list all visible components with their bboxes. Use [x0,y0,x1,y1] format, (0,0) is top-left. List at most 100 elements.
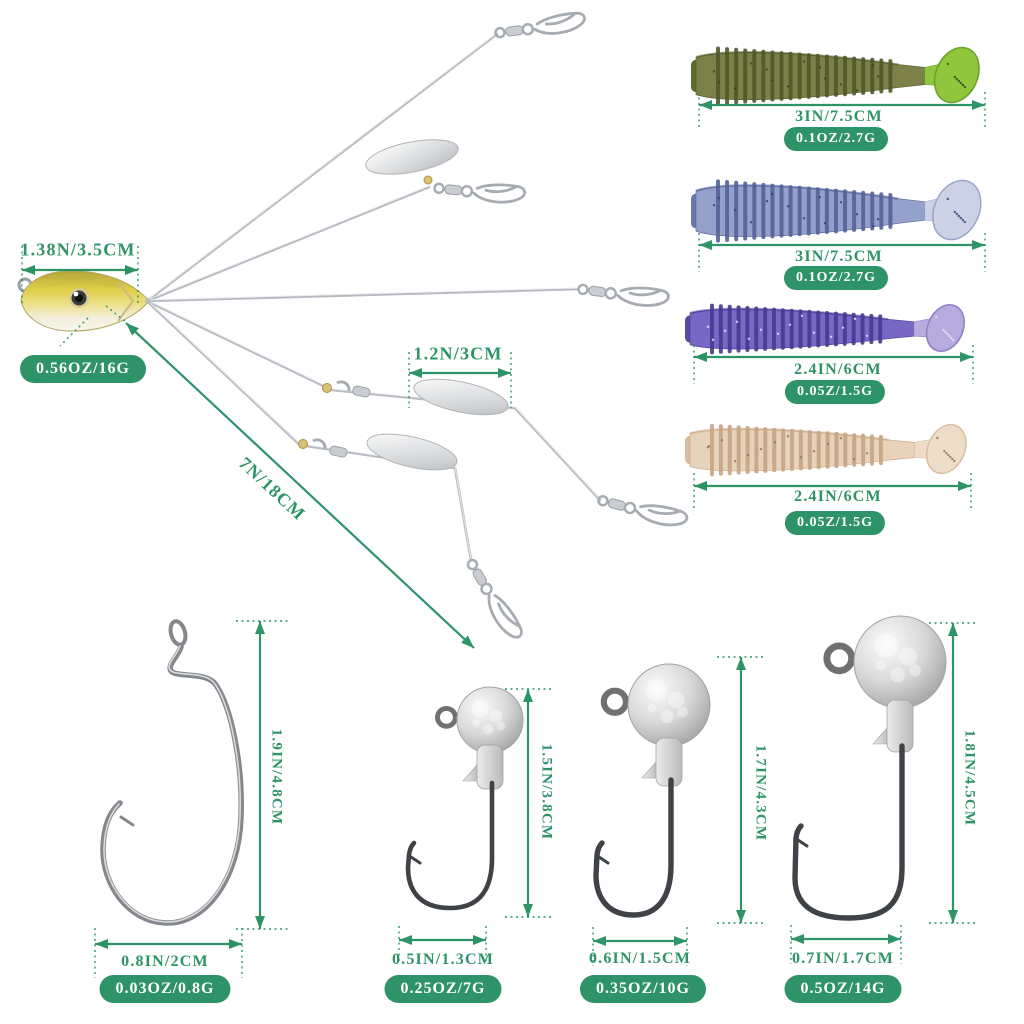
arrowhead [736,910,746,923]
bait3-length-label: 2.4IN/6CM [794,361,882,378]
bait-speckle [711,338,715,341]
jig-ball-sheen [890,667,906,683]
bait2-weight-badge: 0.1OZ/2.7G [783,266,889,290]
snap-swivel [492,10,588,43]
bait-speckle [852,458,856,461]
bait-speckle [839,437,843,440]
bait-speckle [963,85,966,89]
hook-height-arrow [255,621,265,929]
jig-ball-sheen [471,699,489,718]
bait-speckle [747,337,751,340]
jig1-height-label: 1.5IN/3.8CM [538,743,555,841]
bait-speckle [876,75,880,78]
bait-speckle [947,453,950,457]
jig-head-graphic-2 [593,663,711,918]
arrowhead [125,265,138,275]
jig-ball-sheen [677,707,688,718]
bait-speckle [746,454,750,457]
bait-speckle [706,325,710,328]
jig1-width-label: 0.5IN/1.3CM [391,951,495,968]
arrowhead [473,935,486,945]
arrowhead [694,352,707,362]
jig-ball-sheen [875,660,886,671]
bait-speckle [800,314,804,317]
bait-speckle [963,220,966,224]
jig1-width-arrow [399,935,486,945]
bait-speckle [935,315,938,319]
arrowhead [972,100,985,110]
bait-speckle [855,213,859,216]
bait-speckle [799,456,803,459]
worm-hook-graphic [100,619,244,926]
bait-speckle [946,62,949,66]
bait-speckle [759,448,763,451]
arrowhead [699,100,712,110]
bait-speckle [955,77,958,81]
snap-swivel [432,176,527,207]
jig-ball [627,663,711,747]
bait-speckle [733,87,737,90]
bait1-length-arrow [699,100,985,110]
jig-head-graphic-3 [792,615,947,921]
arrowhead [694,481,707,491]
bait1-length-label: 3IN/7.5CM [795,108,883,125]
rig-head-weight-badge: 0.56OZ/16G [19,355,147,383]
measure-tick [59,317,89,347]
bait-speckle [720,439,724,442]
spinner-blade [366,433,458,471]
jig2-height-label: 1.7IN/4.3CM [752,744,769,842]
bait-speckle [788,323,792,326]
soft-bait-graphic-1 [691,46,980,106]
jig-hook-barb [409,855,422,865]
jig2-weight-badge: 0.35OZ/10G [579,975,707,1003]
arm-length-arrow [125,322,475,649]
bait-speckle [770,193,774,196]
bait-speckle [839,83,843,86]
jig-ball-sheen [472,719,480,727]
bait-speckle [733,209,737,212]
bait-speckle [717,81,721,84]
bait-paddle-tail [932,179,982,241]
jig-ball [456,686,524,754]
bait-speckle [950,336,953,340]
jig-ball-sheen [874,633,899,658]
jig3-width-label: 0.7IN/1.7CM [791,950,895,967]
bait-speckle [959,216,962,220]
bait-speckle [876,218,880,221]
hook-height-label: 1.9IN/4.8CM [268,728,285,826]
jig-ball-sheen [899,647,918,666]
arrowhead [22,265,35,275]
jig3-height-label: 1.8IN/4.5CM [961,729,978,827]
jig-ball-sheen [489,709,503,723]
wire-hub [145,298,151,304]
jig3-height-arrow [948,623,958,923]
jig-ball-sheen [496,721,506,731]
jig1-height-arrow [523,689,533,917]
arrowhead [255,916,265,929]
bait-speckle [818,66,822,69]
bait-speckle [765,68,769,71]
jig1-weight-badge: 0.25OZ/7G [384,975,502,1003]
wire-arm [145,299,473,562]
bait-speckle [723,329,727,332]
bait-speckle [942,328,945,332]
bait-paddle-tail [933,46,980,104]
spinner-blade [413,378,509,416]
jig-ball-sheen [909,664,922,677]
bait-speckle [786,205,790,208]
arrowhead [958,481,971,491]
jig-head-graphic-1 [405,686,524,911]
jig2-width-arrow [593,936,687,946]
jig-hook-barb [597,855,610,865]
bait-speckle [961,218,964,222]
bait-speckle [733,460,737,463]
snap-swivel [595,488,690,532]
bait-speckle [773,441,777,444]
bait-speckle [871,64,875,67]
wire-arm [145,299,602,502]
bait-speckle [957,214,960,218]
bait-speckle [953,210,956,214]
bait-speckle [823,222,827,225]
umbrella-rig-graphic [145,32,602,562]
